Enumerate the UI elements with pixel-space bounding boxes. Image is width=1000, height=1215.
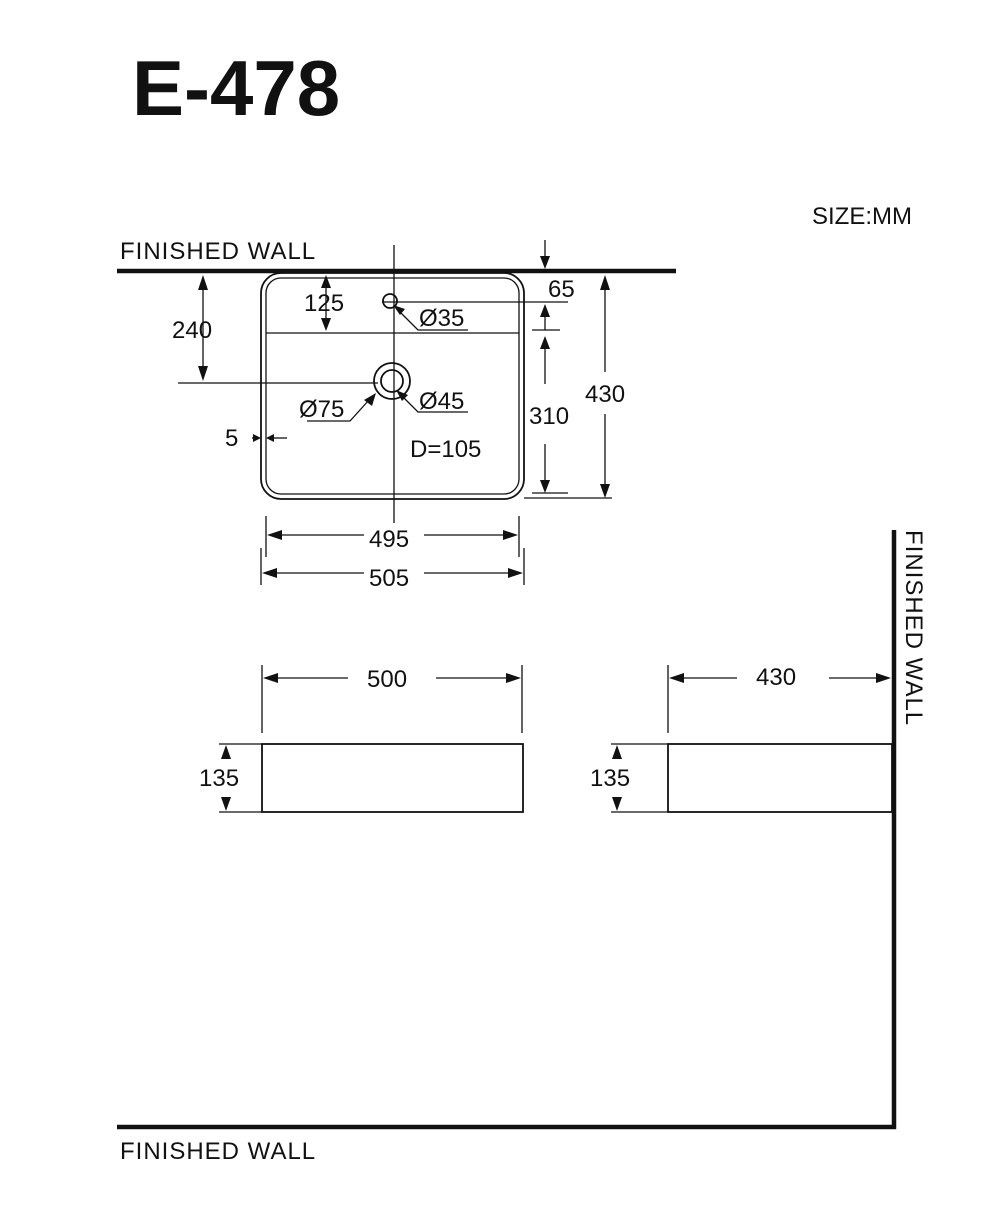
dim-500-arrow-right — [506, 673, 521, 683]
dim-310-label: 310 — [529, 403, 569, 430]
dim-65-arrow-bottom — [540, 304, 550, 317]
dim-505-arrow-left — [262, 568, 277, 578]
front-view-outline — [261, 743, 524, 813]
dim-65-arrow-top — [540, 256, 550, 269]
dim-310-arrow-bottom — [540, 480, 550, 493]
dim-125-label: 125 — [304, 290, 344, 317]
dim-125-arrow-top — [321, 275, 331, 288]
drain-outer-dim: Ø75 — [299, 396, 344, 423]
tap-hole-leader-arrow — [393, 305, 405, 315]
dim-430-arrow-top — [600, 275, 610, 290]
dim-500-label: 500 — [367, 666, 407, 693]
basin-outer-outline — [260, 272, 525, 500]
side-view-outline — [667, 743, 893, 813]
drain-dim: Ø45 — [419, 388, 464, 415]
tap-hole — [382, 293, 398, 309]
bottom-finished-wall-label: FINISHED WALL — [120, 1138, 316, 1165]
dim-430-arrow-bottom — [600, 484, 610, 498]
basin-inner-outline — [265, 277, 520, 495]
drain-outer-leader-arrow — [364, 393, 376, 406]
dim-240-arrow-bottom — [198, 366, 208, 381]
dim-430-label: 430 — [585, 381, 625, 408]
dim-310-arrow-top — [540, 336, 550, 349]
dim-135-front-label: 135 — [199, 765, 239, 792]
dim-495-arrow-right — [503, 530, 518, 540]
tap-hole-dim: Ø35 — [419, 305, 464, 332]
drain-leader-arrow — [396, 390, 408, 401]
dim-5-arrow-left — [253, 434, 261, 442]
dim-5-label: 5 — [225, 425, 238, 452]
dim-495-arrow-left — [267, 530, 282, 540]
drain-outer-ring — [373, 362, 411, 400]
dim-135-side-arrow-bottom — [612, 797, 622, 811]
dim-430-side-arrow-right — [876, 673, 891, 683]
model-title: E-478 — [132, 44, 340, 132]
dim-505-label: 505 — [369, 565, 409, 592]
size-unit-label: SIZE:MM — [812, 203, 912, 230]
dim-135-side-arrow-top — [612, 745, 622, 759]
dim-240-arrow-top — [198, 275, 208, 290]
right-finished-wall-label: FINISHED WALL — [900, 530, 927, 726]
top-finished-wall-label: FINISHED WALL — [120, 238, 316, 265]
dim-500-arrow-left — [263, 673, 278, 683]
dim-135-front-arrow-top — [221, 745, 231, 759]
drain-inner-ring — [380, 369, 404, 393]
tap-hole-leader — [397, 309, 468, 331]
dim-135-side-label: 135 — [590, 765, 630, 792]
drain-leader — [401, 395, 468, 413]
drain-outer-leader — [307, 399, 370, 422]
dim-240-label: 240 — [172, 317, 212, 344]
dim-505-arrow-right — [508, 568, 523, 578]
dim-125-arrow-bottom — [321, 318, 331, 331]
dim-65-label: 65 — [548, 276, 575, 303]
dim-430-side-label: 430 — [756, 664, 796, 691]
bowl-depth-label: D=105 — [410, 436, 481, 463]
dim-430-side-arrow-left — [669, 673, 684, 683]
dim-135-front-arrow-bottom — [221, 797, 231, 811]
dim-5-arrow-right — [266, 434, 274, 442]
dim-495-label: 495 — [369, 526, 409, 553]
